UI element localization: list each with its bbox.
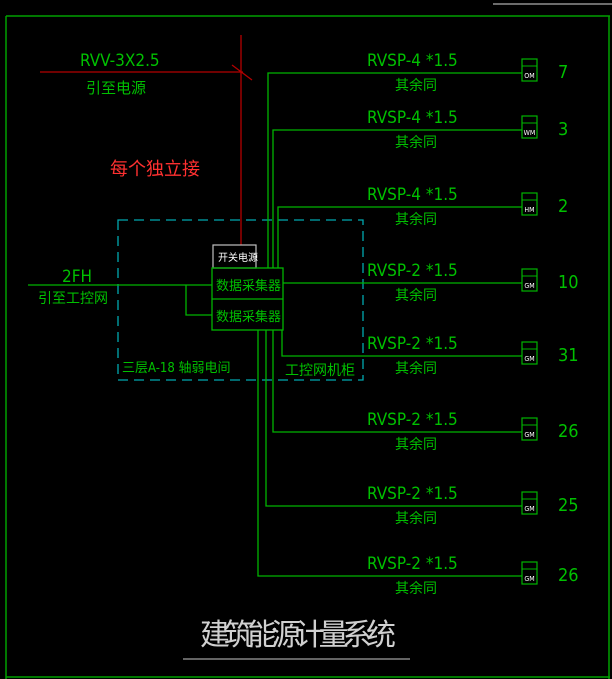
meter-gm-icon[interactable]: GM xyxy=(521,268,538,292)
branch-note: 其余同 xyxy=(395,287,437,304)
branch-wire xyxy=(265,330,522,507)
branch-row: RVSP-2 *1.5 其余同 GM 31 xyxy=(281,330,579,377)
meter-gm-icon[interactable]: GM xyxy=(521,341,538,365)
branch-row: RVSP-2 *1.5 其余同 GM 26 xyxy=(257,330,579,597)
branch-wire xyxy=(267,72,522,268)
data-collector-1: 数据采集器 xyxy=(216,278,281,294)
meter-wm-icon[interactable]: WM xyxy=(521,115,538,139)
network-feed: 2FH 引至工控网 xyxy=(28,267,212,316)
cabinet-label: 工控网机柜 xyxy=(285,363,355,379)
branch-row: RVSP-2 *1.5 其余同 GM 25 xyxy=(265,330,579,527)
meter-count: 3 xyxy=(558,119,568,140)
network-note: 引至工控网 xyxy=(38,291,108,307)
meter-count: 31 xyxy=(558,345,579,366)
branch-note: 其余同 xyxy=(395,360,437,377)
branch-cable-label: RVSP-4 *1.5 xyxy=(367,185,458,205)
meter-count: 7 xyxy=(558,62,568,83)
meter-count: 25 xyxy=(558,495,579,516)
data-collector-2: 数据采集器 xyxy=(216,309,281,325)
meter-count: 2 xyxy=(558,196,568,217)
branch-cable-label: RVSP-2 *1.5 xyxy=(367,554,458,574)
branch-note: 其余同 xyxy=(395,134,437,151)
meter-type-label: GM xyxy=(524,431,534,439)
meter-count: 26 xyxy=(558,421,579,442)
branch-note: 其余同 xyxy=(395,77,437,94)
branch-row: RVSP-2 *1.5 其余同 GM 26 xyxy=(272,330,579,453)
switch-power-label: 开关电源 xyxy=(218,251,258,264)
branch-wire xyxy=(272,330,522,433)
branch-row: RVSP-4 *1.5 其余同 WM 3 xyxy=(272,108,568,268)
meter-type-label: WM xyxy=(524,129,536,137)
branch-wire xyxy=(257,330,522,577)
meter-type-label: HM xyxy=(524,206,534,214)
branch-wire xyxy=(277,206,522,268)
branch-cable-label: RVSP-2 *1.5 xyxy=(367,484,458,504)
meter-hm-icon[interactable]: HM xyxy=(521,192,538,216)
meter-type-label: GM xyxy=(524,355,534,363)
branch-cable-label: RVSP-2 *1.5 xyxy=(367,334,458,354)
meter-count: 26 xyxy=(558,565,579,586)
branch-row: RVSP-4 *1.5 其余同 HM 2 xyxy=(277,185,568,268)
meter-gm-icon[interactable]: GM xyxy=(521,561,538,585)
meter-om-icon[interactable]: OM xyxy=(521,58,538,82)
meter-type-label: GM xyxy=(524,505,534,513)
branch-note: 其余同 xyxy=(395,580,437,597)
meter-type-label: GM xyxy=(524,575,534,583)
meter-gm-icon[interactable]: GM xyxy=(521,417,538,441)
branch-note: 其余同 xyxy=(395,510,437,527)
drawing-frame xyxy=(5,3,612,679)
branch-cable-label: RVSP-4 *1.5 xyxy=(367,108,458,128)
weak-current-room-box xyxy=(117,219,364,381)
room-label: 三层A-18 轴弱电间 xyxy=(122,361,231,376)
drawing-title: 建筑能源计量系统 xyxy=(200,618,396,653)
branch-cable-label: RVSP-2 *1.5 xyxy=(367,261,458,281)
power-feed: RVV-3X2.5 引至电源 xyxy=(40,35,253,245)
branch-cable-label: RVSP-2 *1.5 xyxy=(367,410,458,430)
power-cable-label: RVV-3X2.5 xyxy=(80,51,160,71)
branch-row: RVSP-4 *1.5 其余同 OM 7 xyxy=(267,51,568,268)
power-note: 引至电源 xyxy=(86,79,146,97)
branch-row: RVSP-2 *1.5 其余同 GM 10 xyxy=(283,261,579,304)
branch-wire xyxy=(281,330,522,357)
branch-note: 其余同 xyxy=(395,211,437,228)
branch-note: 其余同 xyxy=(395,436,437,453)
meter-gm-icon[interactable]: GM xyxy=(521,491,538,515)
data-collector-stack[interactable]: 数据采集器 数据采集器 xyxy=(211,267,284,331)
meter-count: 10 xyxy=(558,272,579,293)
network-code: 2FH xyxy=(62,267,92,287)
meter-type-label: GM xyxy=(524,282,534,290)
annotation-text: 每个独立接 xyxy=(110,159,200,180)
meter-type-label: OM xyxy=(524,72,534,80)
branch-cable-label: RVSP-4 *1.5 xyxy=(367,51,458,71)
branch-wire xyxy=(272,129,522,268)
